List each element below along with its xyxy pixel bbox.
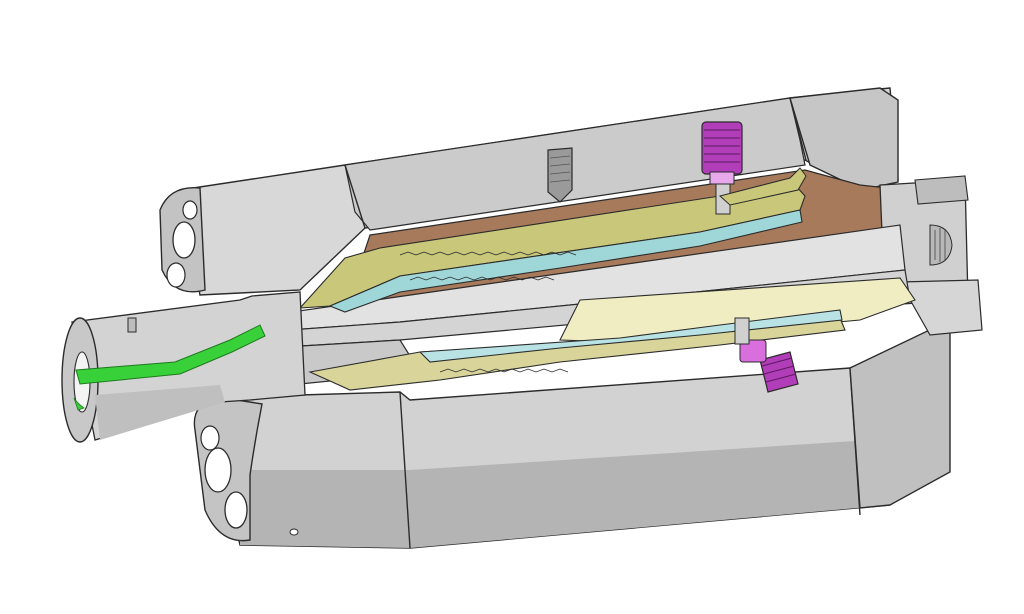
spiral-grooves-upper	[399, 251, 577, 281]
cyan-sleeve-upper	[328, 209, 803, 313]
lower-shell-shadow	[240, 410, 948, 548]
cream-spacer-lower	[559, 277, 916, 343]
lower-flange-hole-1	[204, 447, 232, 493]
lower-flange-hole-2	[224, 491, 248, 529]
upper-flange-hole-2	[182, 200, 198, 220]
inlet-green-tip	[73, 397, 85, 411]
lower-flange-hole-3	[200, 425, 220, 451]
lower-pin-hole	[289, 528, 299, 536]
upper-right-end	[789, 87, 899, 191]
spiral-grooves-lower	[439, 368, 569, 373]
tapped-hole-icon	[547, 147, 573, 203]
upper-flange-hole-3	[166, 262, 186, 288]
inlet-green-insert	[75, 324, 266, 385]
lower-outer-shell	[193, 324, 951, 549]
screw-magenta-icon-lower	[734, 317, 799, 393]
inlet-keyway	[127, 317, 137, 333]
upper-shell-seam-1	[344, 164, 366, 229]
lower-right-end	[849, 324, 951, 509]
inlet-cylinder	[61, 291, 306, 443]
lower-shell-seam-1	[399, 391, 411, 549]
upper-runner	[718, 167, 807, 206]
upper-flange-hole-1	[172, 221, 196, 259]
inlet-shadow	[95, 385, 225, 440]
